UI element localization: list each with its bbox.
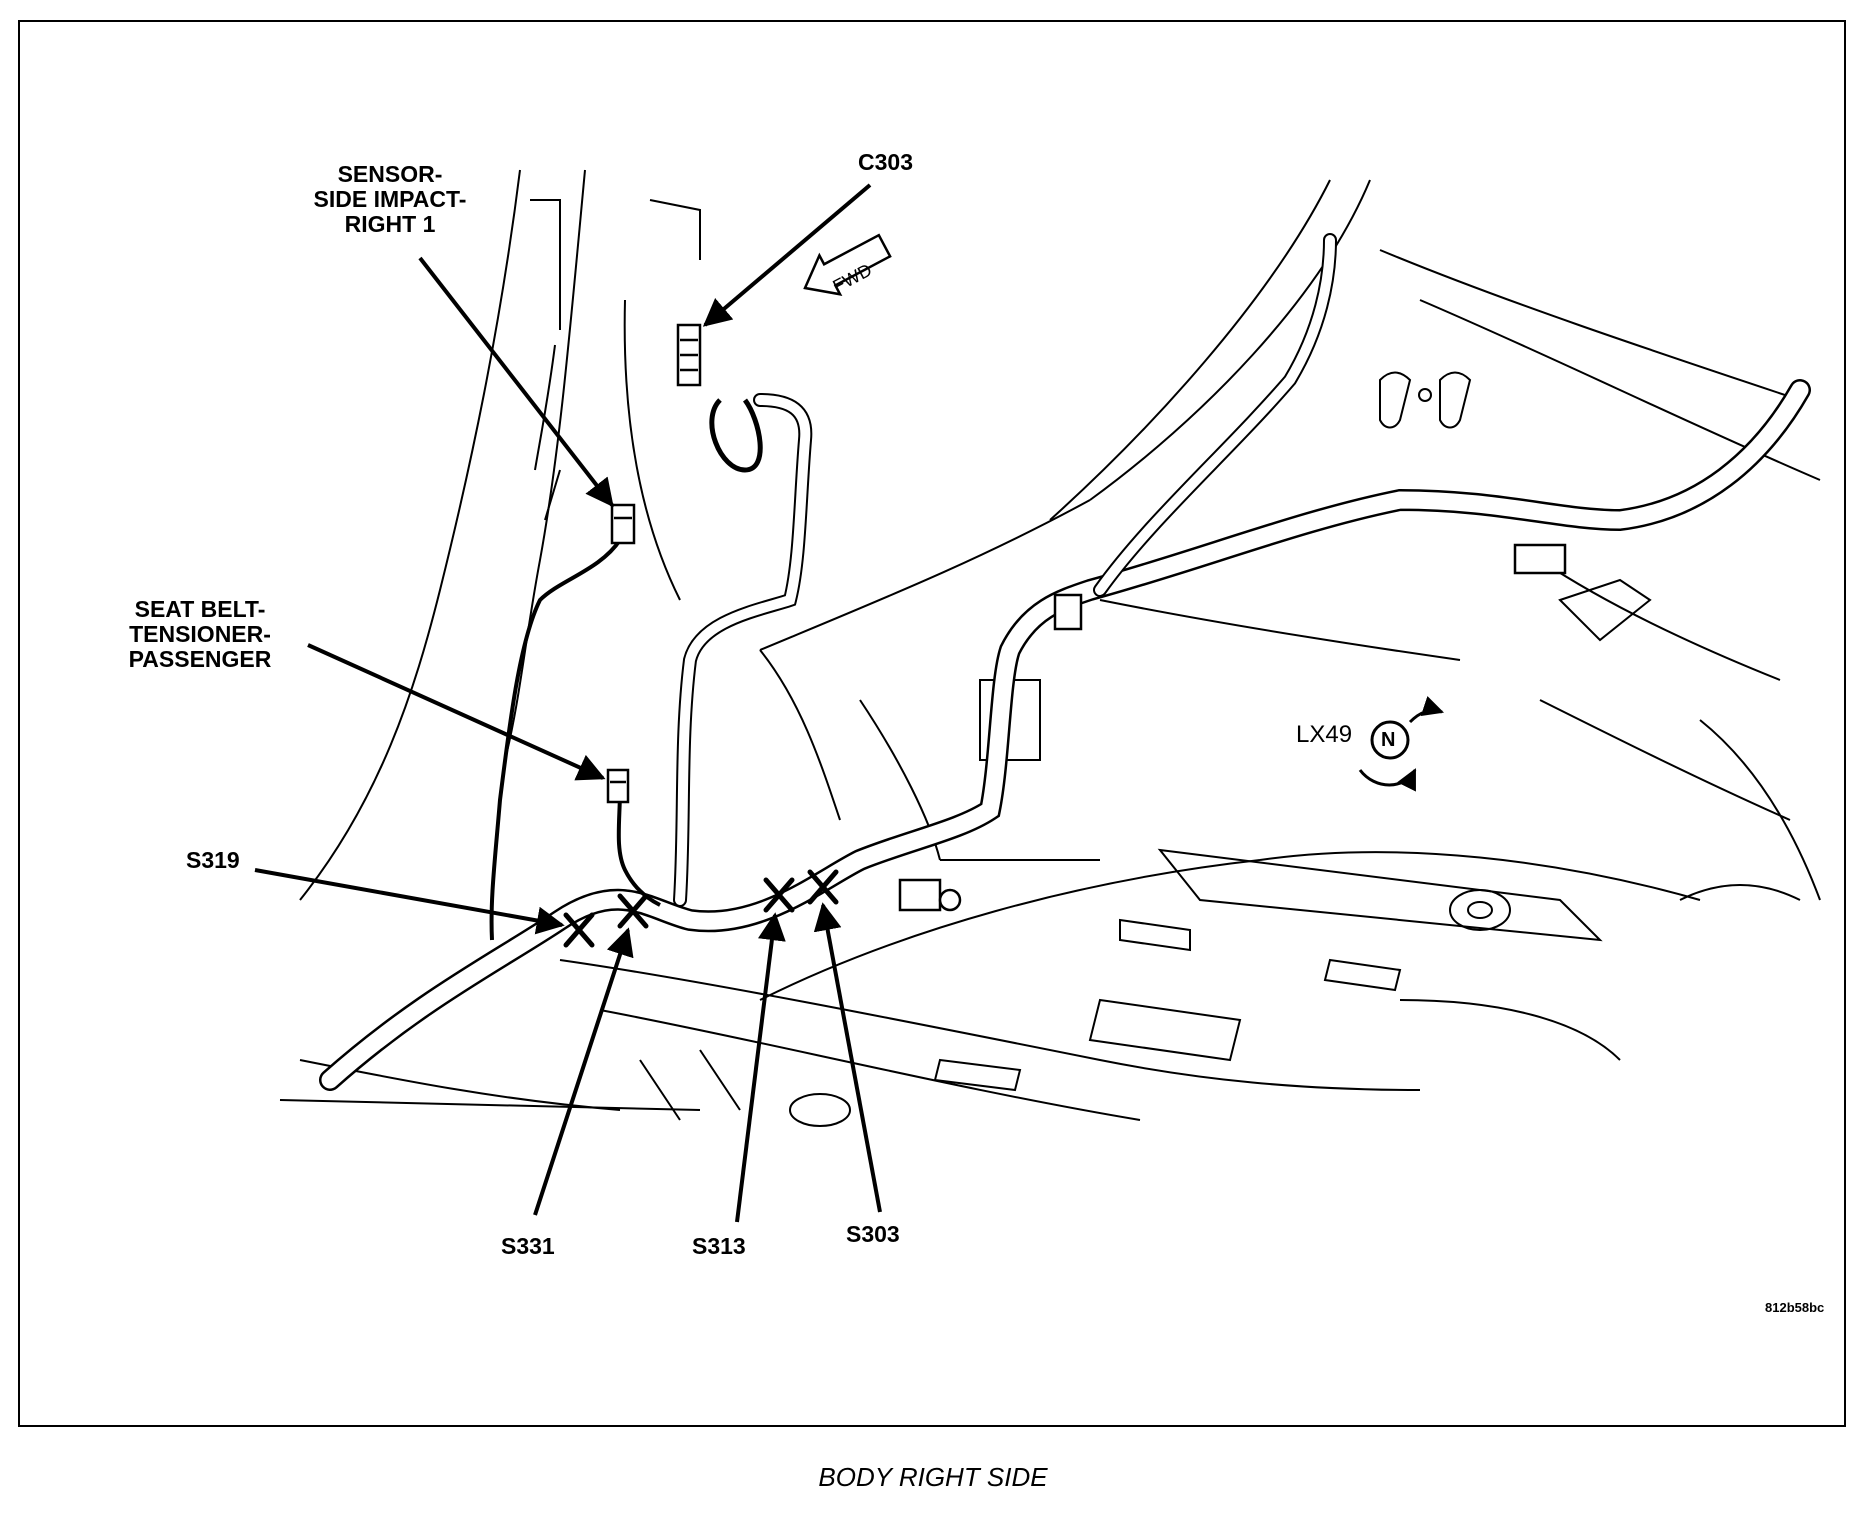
seat-belt-tensioner-callout: SEAT BELT- TENSIONER- PASSENGER: [128, 596, 272, 672]
s331-splice-x: [617, 893, 649, 929]
floor-pan-outline: [279, 848, 1801, 1127]
seat-belt-tensioner-leader: [307, 643, 606, 781]
s303-leader: [813, 902, 882, 1213]
s313-leader: [735, 912, 786, 1223]
harness-clip: [1513, 543, 1567, 575]
figure-caption: BODY RIGHT SIDE: [818, 1462, 1048, 1492]
body-panel-outline: [299, 169, 1821, 901]
c303-callout: C303: [858, 149, 913, 175]
s319-callout: S319: [186, 847, 240, 873]
connectors: [606, 323, 1567, 912]
splice-markers: [563, 869, 839, 948]
s319-leader: [254, 868, 565, 935]
reference-code: 812b58bc: [1765, 1300, 1825, 1315]
wiring-harness: [319, 233, 1811, 1091]
side-impact-sensor-connector: [610, 503, 636, 545]
s331-callout: S331: [501, 1233, 555, 1259]
s331-leader: [533, 927, 634, 1216]
fwd-arrow-icon: [803, 233, 892, 296]
view-code-label: LX49: [1296, 721, 1353, 748]
sensor-side-impact-leader: [418, 256, 614, 508]
leader-lines: [254, 183, 882, 1223]
view-letter-label: N: [1381, 729, 1396, 751]
s303-splice-x: [807, 869, 839, 905]
sensor-side-impact-callout: SENSOR- SIDE IMPACT- RIGHT 1: [313, 161, 467, 237]
s303-callout: S303: [846, 1221, 900, 1247]
ground-terminal: [898, 878, 942, 912]
s319-splice-x: [563, 912, 595, 948]
diagram-frame: [18, 20, 1846, 1427]
s313-splice-x: [763, 877, 795, 913]
view-indicator-icon: [1358, 696, 1444, 792]
c303-leader: [702, 183, 872, 327]
seat-belt-tensioner-connector: [606, 768, 630, 804]
s313-callout: S313: [692, 1233, 746, 1259]
harness-retainer: [1053, 593, 1083, 631]
